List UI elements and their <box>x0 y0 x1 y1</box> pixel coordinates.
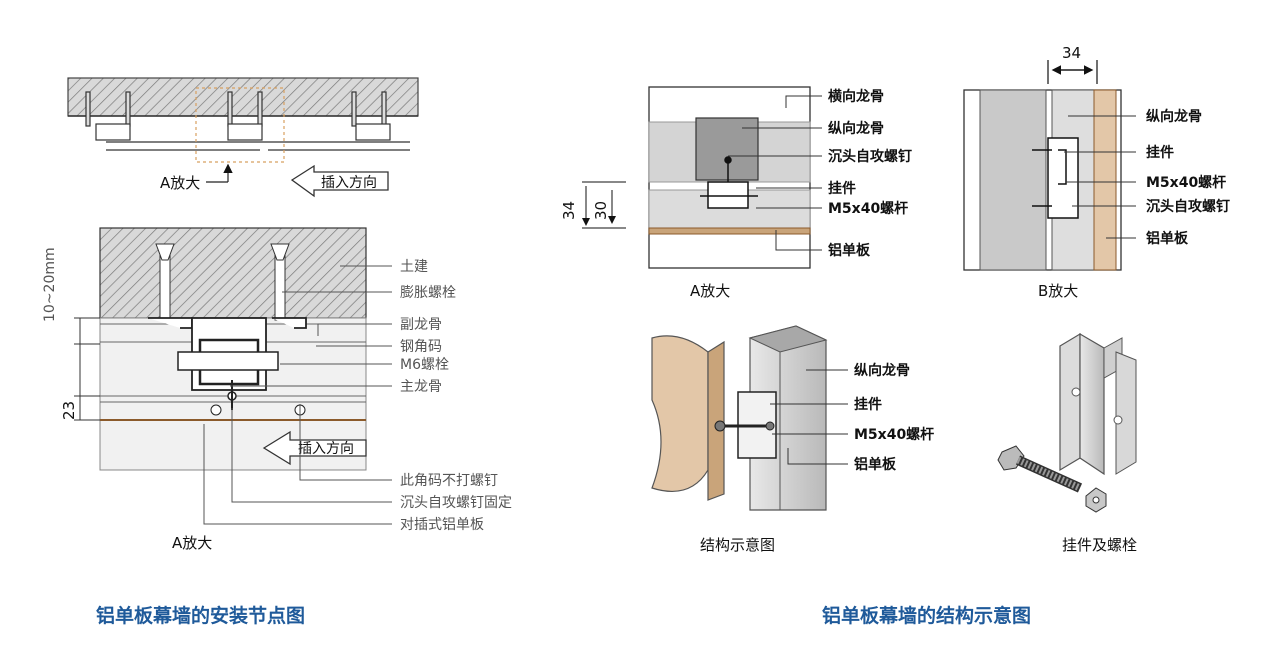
b-zoom-callout-2: M5x40螺杆 <box>1146 174 1226 191</box>
a-zoom-callout-2: 沉头自攻螺钉 <box>828 148 912 165</box>
angle-clips <box>95 123 391 141</box>
callout-civil: 土建 <box>400 259 428 275</box>
callout-main-keel: 主龙骨 <box>400 379 442 395</box>
b-zoom-callout-3: 沉头自攻螺钉 <box>1146 198 1230 215</box>
insert-direction-label-2: 插入方向 <box>298 441 354 457</box>
b-zoom-callout-1: 挂件 <box>1146 144 1174 161</box>
callout-steel-angle: 钢角码 <box>400 339 442 355</box>
callout-panel-type: 对插式铝单板 <box>400 517 484 533</box>
left-title: 铝单板幕墙的安装节点图 <box>96 604 305 627</box>
a-zoom-dim-inner: 30 <box>592 201 610 220</box>
callout-leaders <box>203 265 392 525</box>
structure-callout-3: 铝单板 <box>854 456 897 473</box>
b-zoom-dims <box>1047 60 1098 84</box>
a-detail-section: 10~20mm 23 插入方向 A放大 土建 膨胀螺栓 副龙骨 钢角码 M6螺栓… <box>42 227 512 552</box>
hanger-caption: 挂件及螺栓 <box>1062 536 1137 554</box>
b-zoom-detail: 34 纵向龙骨 挂件 M5x40螺杆 沉头自攻螺钉 铝单板 B放大 <box>963 44 1230 300</box>
b-zoom-leaders <box>1064 115 1136 239</box>
callout-expansion-bolt: 膨胀螺栓 <box>400 284 456 301</box>
a-zoom-detail: 34 30 横向龙骨 纵向龙骨 沉头自攻螺钉 挂件 M5x40螺杆 铝单板 A放… <box>560 86 912 300</box>
callout-countersunk-fix: 沉头自攻螺钉固定 <box>400 495 512 511</box>
insert-direction-arrow-2 <box>262 430 367 466</box>
b-zoom-caption: B放大 <box>1038 282 1078 300</box>
bolt-icon <box>997 445 1083 493</box>
a-zoom-dim-outer: 34 <box>560 201 578 220</box>
zoom-a-label: A放大 <box>160 174 200 192</box>
zoom-box-a <box>195 87 285 163</box>
hanger-and-bolts: 挂件及螺栓 <box>997 332 1137 554</box>
b-zoom-callout-4: 铝单板 <box>1146 230 1189 247</box>
a-detail-caption: A放大 <box>172 534 212 552</box>
structure-callout-0: 纵向龙骨 <box>854 362 910 379</box>
insert-direction-arrow <box>290 164 389 198</box>
dim-side-label: 10~20mm <box>42 247 58 322</box>
nut-icon <box>1085 487 1107 513</box>
insert-direction-label: 插入方向 <box>321 175 377 191</box>
a-zoom-callout-4: M5x40螺杆 <box>828 200 908 217</box>
callout-m6-bolt: M6螺栓 <box>400 357 449 373</box>
b-zoom-hanger <box>1032 137 1079 219</box>
structure-callout-2: M5x40螺杆 <box>854 426 934 443</box>
dimension-lines <box>74 317 100 421</box>
concrete-wall <box>99 227 367 319</box>
a-zoom-bolt <box>700 156 758 209</box>
ceiling-slab <box>67 77 419 117</box>
a-zoom-callout-0: 横向龙骨 <box>828 88 884 105</box>
structure-leaders <box>770 369 848 465</box>
structure-callout-1: 挂件 <box>854 396 882 413</box>
a-zoom-callout-3: 挂件 <box>828 180 856 197</box>
a-zoom-callout-5: 铝单板 <box>828 242 871 259</box>
callout-sub-keel: 副龙骨 <box>400 317 442 333</box>
a-zoom-caption: A放大 <box>690 282 730 300</box>
top-overview-detail: A放大 插入方向 <box>67 77 419 198</box>
anchor-bolts <box>85 91 387 127</box>
b-zoom-dim-top: 34 <box>1062 44 1081 62</box>
a-zoom-callout-1: 纵向龙骨 <box>828 120 884 137</box>
structure-3d-diagram: 纵向龙骨 挂件 M5x40螺杆 铝单板 结构示意图 <box>651 325 934 554</box>
callout-no-screw: 此角码不打螺钉 <box>400 472 498 489</box>
b-zoom-callout-0: 纵向龙骨 <box>1146 108 1202 125</box>
steel-angle-clip <box>148 317 307 391</box>
a-zoom-dims <box>582 181 626 229</box>
dim-bottom-label: 23 <box>60 401 78 420</box>
structure-caption: 结构示意图 <box>700 536 775 554</box>
a-zoom-leaders <box>728 95 822 251</box>
right-title: 铝单板幕墙的结构示意图 <box>822 604 1031 627</box>
callout-labels: 土建 膨胀螺栓 副龙骨 钢角码 M6螺栓 主龙骨 此角码不打螺钉 沉头自攻螺钉固… <box>400 259 512 533</box>
